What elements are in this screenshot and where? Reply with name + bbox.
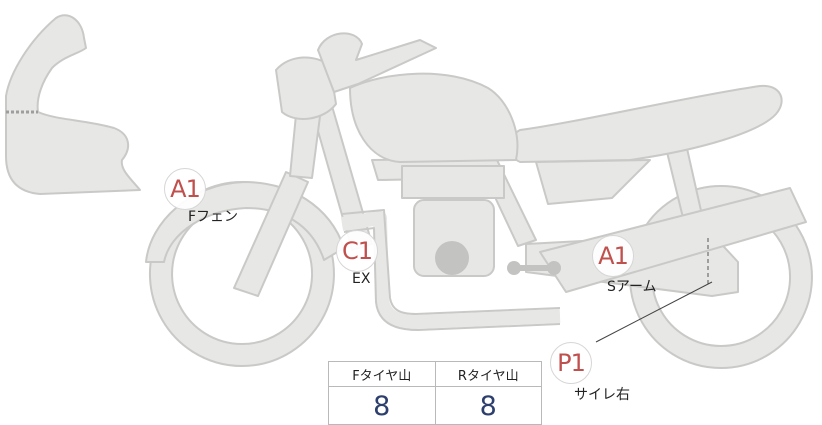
footpeg (507, 261, 561, 275)
tire-tread-table: Fタイヤ山 Rタイヤ山 8 8 (328, 361, 542, 425)
marker-code: C1 (341, 237, 373, 265)
fuel-tank (349, 72, 519, 163)
marker-c1-exhaust: C1 (336, 230, 378, 272)
motorcycle-body (5, 14, 813, 369)
marker-code: A1 (598, 242, 629, 270)
side-cover (535, 159, 651, 205)
label-silencer-right: サイレ右 (574, 387, 630, 403)
headlight (275, 56, 337, 120)
rear-tire-tread-header: Rタイヤ山 (434, 362, 542, 386)
marker-a1-front-fender: A1 (164, 168, 206, 210)
engine-block (413, 199, 495, 277)
tread-table-header: Fタイヤ山 Rタイヤ山 (329, 362, 541, 387)
front-tire-tread-header: Fタイヤ山 (352, 368, 412, 384)
marker-a1-swing-arm: A1 (592, 235, 634, 277)
engine-top (401, 165, 505, 199)
label-exhaust: EX (352, 271, 371, 287)
marker-code: A1 (170, 175, 201, 203)
engine-cover (435, 241, 469, 275)
handlebar (317, 32, 437, 93)
front-tire-tread-value: 8 (373, 390, 391, 422)
tread-table-values: 8 8 (329, 387, 541, 425)
silencer-leader-line (595, 281, 713, 343)
marker-p1-silencer-right: P1 (550, 342, 592, 384)
label-swing-arm: Sアーム (607, 279, 657, 295)
label-front-fender: Fフェン (188, 209, 239, 225)
seat (509, 84, 783, 163)
front-cowl (5, 14, 141, 195)
rear-tire-tread-value: 8 (434, 387, 542, 425)
exhaust-pipe (340, 211, 561, 329)
marker-code: P1 (557, 349, 586, 377)
front-fork (233, 171, 309, 297)
